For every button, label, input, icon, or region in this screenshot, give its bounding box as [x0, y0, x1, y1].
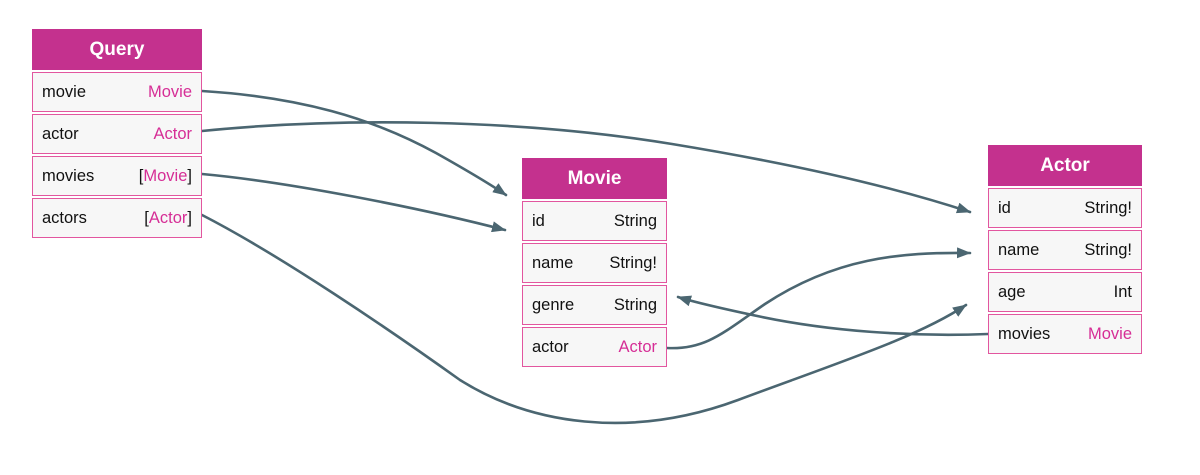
type-link-actor[interactable]: Actor: [618, 337, 657, 356]
edge-query-actor-to-actor: [200, 121, 972, 214]
field-name: genre: [532, 295, 575, 314]
type-bracket-open: [: [138, 166, 144, 185]
edge-query-movie-to-movie: [200, 89, 508, 197]
field-type: [Movie]: [139, 167, 192, 186]
field-row-movie-id[interactable]: id String: [522, 201, 667, 241]
edge-query-actors-to-actor: [200, 213, 968, 425]
field-row-movie-genre[interactable]: genre String: [522, 285, 667, 325]
type-link-actor[interactable]: Actor: [148, 208, 188, 227]
field-row-actor-name[interactable]: name String!: [988, 230, 1142, 270]
field-row-actor-id[interactable]: id String!: [988, 188, 1142, 228]
field-type: Movie: [1088, 325, 1132, 344]
type-header-movie[interactable]: Movie: [522, 158, 667, 199]
field-name: movies: [42, 166, 95, 185]
type-link-movie[interactable]: Movie: [147, 82, 192, 101]
field-name: movies: [998, 324, 1051, 343]
field-name: actor: [42, 124, 79, 143]
type-scalar: Int: [1113, 282, 1132, 301]
type-scalar: String!: [609, 253, 657, 272]
field-row-actor-age[interactable]: age Int: [988, 272, 1142, 312]
field-type: Movie: [148, 83, 192, 102]
field-row-movie-actor[interactable]: actor Actor: [522, 327, 667, 367]
field-row-actor-movies[interactable]: movies Movie: [988, 314, 1142, 354]
field-name: name: [998, 240, 1040, 259]
field-name: id: [532, 211, 545, 230]
field-type: Actor: [618, 338, 657, 357]
field-name: name: [532, 253, 574, 272]
type-bracket-close: ]: [187, 166, 192, 185]
type-scalar: String: [613, 211, 657, 230]
type-scalar: String!: [1084, 198, 1132, 217]
type-header-query[interactable]: Query: [32, 29, 202, 70]
edge-actor-movies-to-movie: [676, 295, 990, 337]
type-bracket-open: [: [144, 208, 149, 227]
type-link-movie[interactable]: Movie: [143, 166, 188, 185]
field-name: actor: [532, 337, 569, 356]
field-row-movie-name[interactable]: name String!: [522, 243, 667, 283]
type-scalar: String!: [1084, 240, 1132, 259]
field-row-query-actors[interactable]: actors [Actor]: [32, 198, 202, 238]
type-scalar: String: [613, 295, 657, 314]
field-type: [Actor]: [144, 209, 192, 228]
type-bracket-close: ]: [187, 208, 192, 227]
field-type: String: [614, 212, 657, 231]
field-type: String!: [609, 254, 657, 273]
field-name: age: [998, 282, 1026, 301]
field-row-query-actor[interactable]: actor Actor: [32, 114, 202, 154]
field-type: String!: [1084, 241, 1132, 260]
type-header-actor[interactable]: Actor: [988, 145, 1142, 186]
field-type: Int: [1114, 283, 1132, 302]
type-link-movie[interactable]: Movie: [1087, 324, 1132, 343]
field-row-query-movie[interactable]: movie Movie: [32, 72, 202, 112]
field-name: actors: [42, 208, 87, 227]
field-type: String!: [1084, 199, 1132, 218]
edge-query-movies-to-movie: [200, 172, 507, 233]
type-link-actor[interactable]: Actor: [153, 124, 192, 143]
field-row-query-movies[interactable]: movies [Movie]: [32, 156, 202, 196]
edge-movie-actor-to-actor: [665, 247, 972, 350]
field-type: String: [614, 296, 657, 315]
field-name: movie: [42, 82, 87, 101]
field-type: Actor: [153, 125, 192, 144]
field-name: id: [998, 198, 1011, 217]
